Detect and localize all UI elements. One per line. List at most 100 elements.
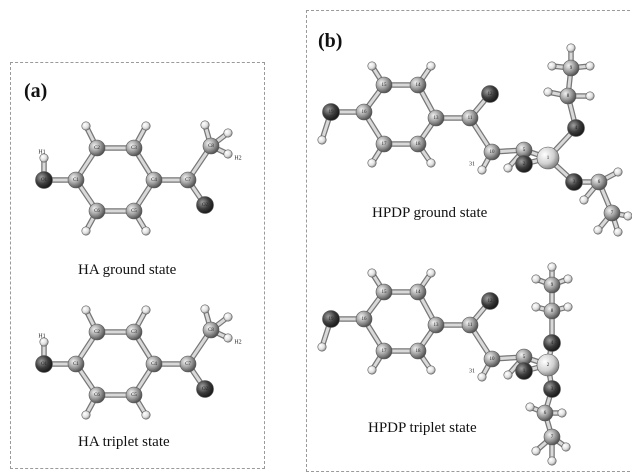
ha-triplet-atom-label: C4 (151, 362, 157, 367)
hpdp-triplet-atom-h (561, 442, 571, 452)
ha-triplet-atom-c (145, 355, 163, 373)
hpdp-triplet-atom-label: 8 (551, 309, 554, 314)
hpdp-ground-atom-h (579, 195, 589, 205)
ha-ground-atom-label: C8 (208, 144, 214, 149)
ha-ground-atom-label: O1 (41, 178, 48, 183)
hpdp-ground-atom-c (409, 135, 427, 153)
hpdp-ground-atom-h (426, 61, 436, 71)
hpdp-triplet-atom-h (477, 372, 487, 382)
ha-ground-atom-h (81, 226, 91, 236)
hpdp-ground-atom-c (603, 204, 621, 222)
hpdp-ground-atom-label: 2 (523, 162, 526, 167)
hpdp-triplet-atom-o (543, 380, 561, 398)
ha-triplet-atom-h (81, 305, 91, 315)
ha-triplet-atom-h (39, 337, 49, 347)
hpdp-ground-atom-h (367, 158, 377, 168)
hpdp-ground-atom-c (461, 109, 479, 127)
hpdp-ground-atom-h (613, 227, 623, 237)
hpdp-ground-atom-c (409, 76, 427, 94)
hpdp-ground-atom-h (503, 163, 513, 173)
panel-a-frame (10, 62, 265, 469)
hpdp-triplet-atom-o (543, 334, 561, 352)
hpdp-ground-atom-label: 15 (382, 83, 388, 88)
ha-triplet-atom-c (125, 386, 143, 404)
ha-triplet-atom-c (88, 386, 106, 404)
hpdp-triplet-atom-h (367, 365, 377, 375)
ha-triplet-atom-label: H1 (38, 333, 45, 339)
ha-ground-caption: HA ground state (78, 262, 177, 278)
hpdp-triplet-atom-c (355, 310, 373, 328)
hpdp-triplet-atom-o (481, 292, 499, 310)
hpdp-ground-atom-label: 1 (547, 156, 550, 161)
ha-ground-atom-h (223, 149, 233, 159)
ha-ground-atom-c (125, 202, 143, 220)
hpdp-triplet-atom-label: 6 (544, 411, 547, 416)
hpdp-ground-atom-label: 9 (570, 66, 573, 71)
hpdp-ground-atom-label: 18 (416, 142, 422, 147)
hpdp-ground-atom-o (515, 155, 533, 173)
ha-triplet-atom-label: O2 (202, 387, 209, 392)
hpdp-triplet-atom-o (515, 362, 533, 380)
hpdp-ground-atom-o (481, 85, 499, 103)
hpdp-ground-atom-label: 5 (523, 148, 526, 153)
ha-ground-atom-h (39, 153, 49, 163)
ha-triplet-atom-label: C5 (131, 393, 137, 398)
hpdp-triplet-atom-h (426, 365, 436, 375)
ha-triplet-atom-label: C6 (94, 393, 100, 398)
hpdp-triplet-caption: HPDP triplet state (368, 420, 477, 436)
ha-triplet-atom-c (88, 323, 106, 341)
panel-a-label: (a) (24, 80, 48, 102)
hpdp-triplet-atom-label: 9 (551, 283, 554, 288)
ha-ground-atom-h (141, 121, 151, 131)
ha-ground-atom-c (145, 171, 163, 189)
hpdp-ground-atom-label: 13 (434, 116, 440, 121)
hpdp-triplet-atom-h (557, 408, 567, 418)
hpdp-ground-atom-h (477, 165, 487, 175)
hpdp-ground-atom-h (585, 61, 595, 71)
hpdp-triplet-atom-label: 31 (469, 368, 475, 374)
hpdp-ground-atom-h (585, 91, 595, 101)
hpdp-ground-atom-label: 16 (362, 110, 368, 115)
ha-triplet-atom-c (125, 323, 143, 341)
hpdp-ground-atom-h (426, 158, 436, 168)
hpdp-triplet-atom-label: 12 (488, 299, 494, 304)
hpdp-triplet-atom-label: 10 (490, 357, 496, 362)
hpdp-triplet-atom-label: 11 (468, 323, 473, 328)
hpdp-triplet-atom-label: 15 (382, 290, 388, 295)
ha-ground-atom-label: C1 (73, 178, 79, 183)
hpdp-triplet-atom-label: 1 (523, 369, 526, 374)
ha-triplet-atom-h (200, 304, 210, 314)
hpdp-ground-atom-h (543, 87, 553, 97)
hpdp-ground-caption: HPDP ground state (372, 205, 488, 221)
hpdp-triplet-atom-label: 4 (551, 341, 554, 346)
hpdp-ground-atom-c (562, 59, 580, 77)
hpdp-ground-atom-c (375, 135, 393, 153)
hpdp-triplet-atom-label: 14 (416, 290, 422, 295)
hpdp-ground-atom-h (367, 61, 377, 71)
ha-ground-atom-o (196, 196, 214, 214)
hpdp-ground-atom-c (483, 143, 501, 161)
hpdp-triplet-atom-label: 5 (523, 355, 526, 360)
hpdp-triplet-atom-c (375, 283, 393, 301)
panel-b-frame (306, 10, 630, 472)
hpdp-triplet-atom-c (543, 428, 561, 446)
hpdp-triplet-atom-h (531, 302, 541, 312)
ha-triplet-atom-label: H2 (234, 339, 241, 345)
ha-triplet-atom-label: O1 (41, 362, 48, 367)
hpdp-ground-atom-h (566, 43, 576, 53)
ha-triplet-atom-label: C3 (131, 330, 137, 335)
hpdp-triplet-atom-h (426, 268, 436, 278)
hpdp-ground-atom-label: 17 (382, 142, 388, 147)
hpdp-ground-atom-h (613, 167, 623, 177)
ha-ground-atom-label: C6 (94, 209, 100, 214)
hpdp-ground-atom-c (427, 109, 445, 127)
hpdp-triplet-atom-c (543, 302, 561, 320)
ha-triplet-atom-o (196, 380, 214, 398)
hpdp-triplet-atom-label: 13 (434, 323, 440, 328)
hpdp-ground-atom-o (322, 103, 340, 121)
ha-ground-atom-h (141, 226, 151, 236)
ha-ground-atom-label: O2 (202, 203, 209, 208)
hpdp-triplet-atom-c (409, 283, 427, 301)
ha-ground-atom-h (81, 121, 91, 131)
hpdp-triplet-atom-h (367, 268, 377, 278)
